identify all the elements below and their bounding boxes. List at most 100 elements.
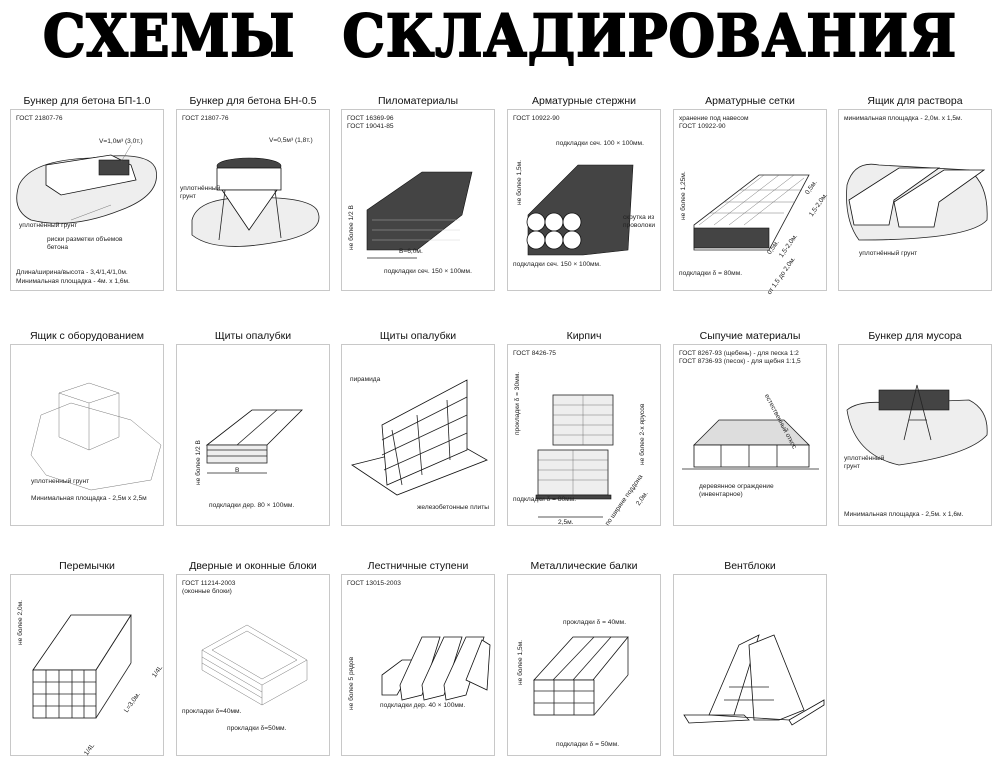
metal-beams-drawing — [533, 636, 629, 716]
supports-label: подкладки дер. 40 × 100мм. — [380, 702, 466, 709]
panel-title: Щиты опалубки — [379, 330, 457, 342]
supports-label: подкладки δ = 50мм. — [556, 741, 620, 748]
width-label: В — [235, 467, 240, 474]
tier-limit-label: не более 2-х ярусов — [639, 403, 646, 465]
panel-title: Лестничные ступени — [367, 560, 469, 572]
supports-label: прокладки δ=50мм. — [227, 725, 287, 732]
panel-title: Сыпучие материалы — [699, 330, 801, 342]
window-blocks-drawing — [201, 624, 308, 706]
width-label: В=6,0м. — [399, 248, 423, 255]
stair-steps-drawing — [381, 636, 491, 701]
panel-title: Щиты опалубки — [214, 330, 292, 342]
fence-label-2: (инвентарное) — [699, 491, 743, 498]
supports-label: подкладки сеч. 150 × 100мм. — [384, 268, 472, 275]
height-limit-label: не более 2,0м. — [17, 600, 24, 645]
height-limit-label: не более 1,5м. — [517, 640, 524, 685]
ground-label: уплотнённый — [844, 455, 885, 462]
equipment-box-drawing — [30, 382, 162, 491]
gost-label: ГОСТ 10922-90 — [513, 115, 560, 122]
panel-frame: уплотненный грунт Минимальная площадка -… — [10, 344, 164, 526]
gost-label: ГОСТ 13015-2003 — [347, 580, 401, 587]
panel-frame: уплотнённый грунт Минимальная площадка -… — [838, 344, 992, 526]
panel-title: Бункер для бетона БП-1.0 — [23, 95, 151, 107]
spacers-label: прокладки δ=40мм. — [182, 708, 242, 715]
panel-frame — [673, 574, 827, 756]
min-area-label: минимальная площадка - 2,0м. х 1,5м. — [844, 115, 963, 122]
waste-bunker-drawing — [846, 384, 988, 466]
marks-label: риски разметки объемов — [47, 236, 123, 243]
ground-label: уплотнённый грунт — [859, 250, 918, 257]
rebar-rods-drawing — [526, 164, 634, 256]
min-area-label: Минимальная площадка - 2,5м х 2,5м — [31, 495, 147, 502]
gost-label: ГОСТ 8426-75 — [513, 350, 556, 357]
panel-title: Бункер для мусора — [868, 330, 962, 342]
panel-frame: прокладки δ = 40мм. не более 1,5м. подкл… — [507, 574, 661, 756]
storage-note: хранение под навесом — [679, 115, 749, 122]
panel-title: Ящик с оборудованием — [29, 330, 145, 342]
gost-label-2: ГОСТ 19041-85 — [347, 123, 394, 130]
gost-label: ГОСТ 21807-76 — [182, 115, 229, 122]
supports-label: подкладки δ = 80мм. — [679, 270, 743, 277]
panel-frame: ГОСТ 8267-93 (щебень) - для песка 1:2 ГО… — [673, 344, 827, 526]
panel-title: Пиломатериалы — [377, 95, 459, 107]
bucket-bunker-drawing — [191, 157, 320, 247]
panel-frame: не более 2,0м. 1/4L L=3,0м. 1/4L — [10, 574, 164, 757]
volume-label: V=1,0м³ (3,0т.) — [99, 138, 143, 145]
ground-label-2: грунт — [180, 193, 196, 200]
panel-title: Дверные и оконные блоки — [189, 560, 317, 572]
panel-frame: ГОСТ 8426-75 прокладки δ = 30мм. не боле… — [507, 344, 661, 527]
vent-blocks-drawing — [683, 634, 825, 726]
panel-title: Ящик для раствора — [867, 95, 963, 107]
panel-frame: минимальная площадка - 2,0м. х 1,5м. упл… — [838, 109, 992, 291]
panel-frame: ГОСТ 10922-90 подкладки сеч. 100 × 100мм… — [507, 109, 661, 291]
fence-label: деревянное ограждение — [699, 483, 774, 490]
window-blocks-note: (оконные блоки) — [182, 588, 232, 595]
panel-title: Вентблоки — [724, 560, 776, 572]
min-area-label: Минимальная площадка - 2,5м. х 1,6м. — [844, 511, 964, 518]
panel-title: Металлические балки — [530, 560, 638, 572]
dimensions-label: Длина/ширина/высота - 3,4/1,4/1,0м. — [16, 269, 128, 276]
gost-sand-label: ГОСТ 8736-93 (песок) - для щебня 1:1,5 — [679, 358, 801, 365]
gost-label-1: ГОСТ 16369-96 — [347, 115, 394, 122]
panel-title: Арматурные стержни — [532, 95, 636, 107]
bulk-materials-drawing — [682, 419, 819, 470]
panel-frame: ГОСТ 21807-76 V=1,0м³ (3,0т.) уплотнённы… — [10, 109, 164, 291]
ground-label: уплотненный грунт — [31, 478, 90, 485]
panel-title: Кирпич — [566, 330, 602, 342]
slabs-label: железобетонные плиты — [417, 504, 489, 511]
page-title: СХЕМЫ СКЛАДИРОВАНИЯ — [42, 1, 957, 71]
panel-title: Бункер для бетона БН-0.5 — [189, 95, 317, 107]
formwork-flat-drawing — [205, 409, 303, 474]
bottom-supports-label: подкладки сеч. 150 × 100мм. — [513, 261, 601, 268]
panel-frame: хранение под навесом ГОСТ 10922-90 не бо… — [673, 109, 829, 296]
height-limit-label: не более 1,25м. — [680, 171, 687, 220]
panel-title: Арматурные сетки — [705, 95, 795, 107]
mortar-box-drawing — [846, 163, 988, 241]
pyramid-label: пирамида — [350, 376, 381, 383]
gost-label: ГОСТ 21807-76 — [16, 115, 63, 122]
volume-label: V=0,5м³ (1,8т.) — [269, 137, 313, 144]
height-limit-label: не более 1/2 В — [348, 205, 355, 250]
bricks-drawing — [535, 394, 614, 518]
panel-frame: не более 1/2 В В подкладки дер. 80 × 100… — [176, 344, 330, 526]
ground-label-2: грунт — [844, 463, 860, 470]
panel-frame: ГОСТ 11214-2003 (оконные блоки) прокладк… — [176, 574, 330, 756]
panel-frame: ГОСТ 21807-76 V=0,5м³ (1,8т.) уплотнённы… — [176, 109, 330, 291]
formwork-pyramid-drawing — [351, 379, 488, 496]
panel-frame: ГОСТ 16369-96 ГОСТ 19041-85 не более 1/2… — [341, 109, 495, 291]
lumber-stack-drawing — [366, 171, 473, 259]
supports-label: подкладки дер. 80 × 100мм. — [209, 502, 295, 509]
ground-label: уплотнённый грунт — [19, 222, 78, 229]
height-limit-label: не более 1,5м. — [516, 160, 523, 205]
min-area-label: Минимальная площадка - 4м. х 1,6м. — [16, 278, 130, 285]
panel-title: Перемычки — [59, 560, 115, 572]
rows-limit-label: не более 5 рядов — [348, 656, 355, 710]
gost-label: ГОСТ 10922-90 — [679, 123, 726, 130]
wire-twist-label: скрутка из — [623, 214, 655, 221]
gost-gravel-label: ГОСТ 8267-93 (щебень) - для песка 1:2 — [679, 350, 799, 357]
spacers-label: прокладки δ = 40мм. — [563, 619, 627, 626]
wire-twist-label-2: проволоки — [623, 222, 656, 229]
width-label: 2,5м. — [558, 519, 574, 526]
height-limit-label: не более 1/2 В — [195, 440, 202, 485]
marks-label-2: бетона — [47, 244, 69, 251]
